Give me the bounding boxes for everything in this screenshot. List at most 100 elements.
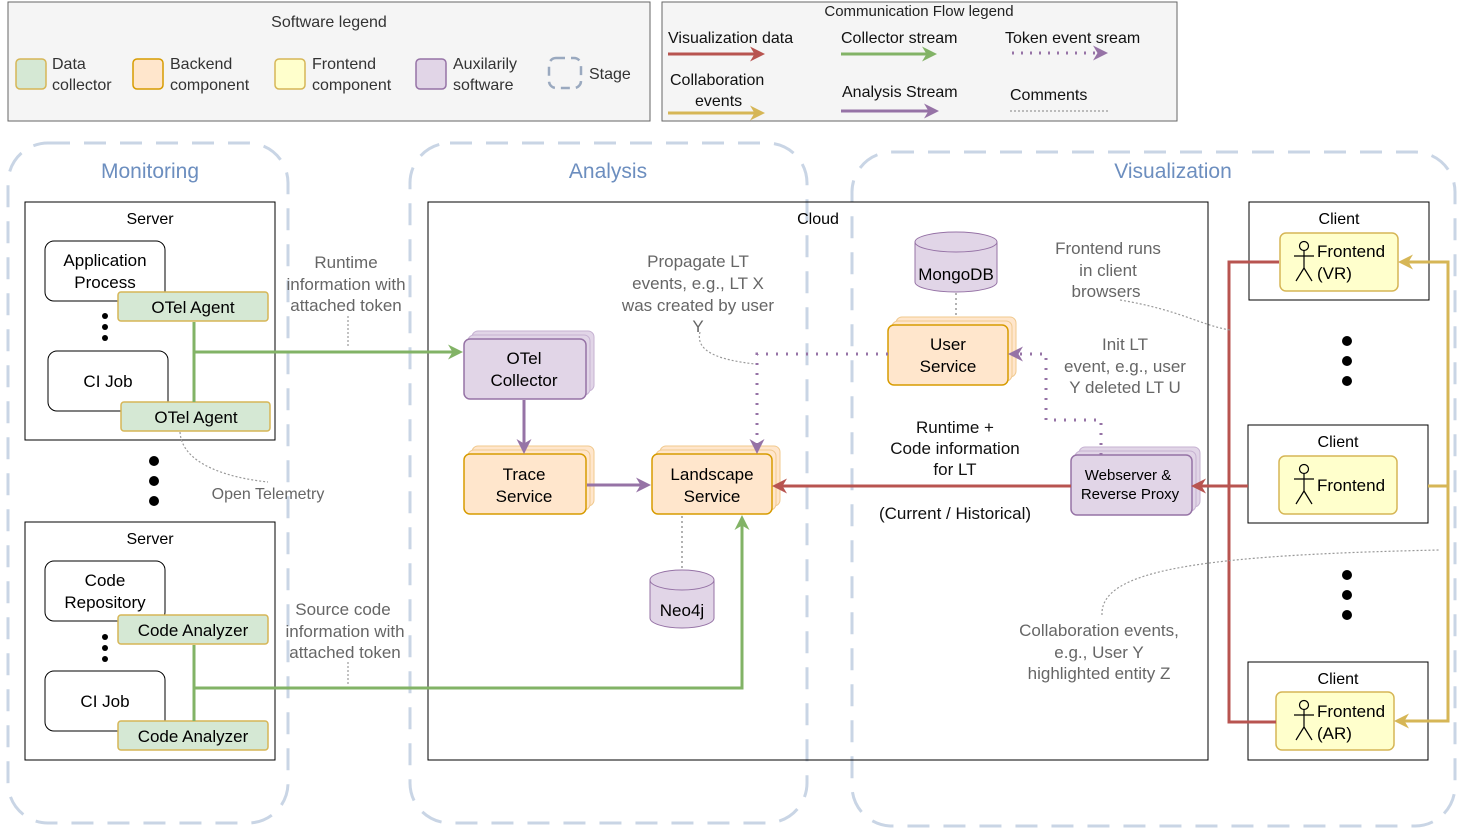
visualization-data-client-bus bbox=[1227, 260, 1279, 724]
mongodb-label: MongoDB bbox=[918, 265, 994, 284]
legend-label-frontend-2: component bbox=[312, 77, 392, 94]
landscape-service-label-1: Landscape bbox=[670, 465, 753, 484]
legend-swatch-stage bbox=[547, 56, 583, 90]
landscape-service: Landscape Service bbox=[651, 445, 781, 515]
frontend-vr-sub: (VR) bbox=[1317, 264, 1352, 283]
note-collab-events-2: e.g., User Y bbox=[1054, 643, 1143, 662]
webserver-proxy: Webserver & Reverse Proxy bbox=[1070, 446, 1201, 516]
webserver-label-1: Webserver & bbox=[1085, 467, 1171, 484]
note-init-lt-2: event, e.g., user bbox=[1064, 357, 1186, 376]
user-service-label-2: Service bbox=[920, 357, 977, 376]
software-legend-title: Software legend bbox=[271, 14, 387, 31]
stage-analysis: Analysis bbox=[408, 141, 809, 825]
code-repo-label-1: Code bbox=[85, 571, 126, 590]
otel-agent-label: OTel Agent bbox=[151, 298, 234, 317]
legend-comments: Comments bbox=[1010, 87, 1087, 104]
legend-swatch-aux bbox=[415, 58, 447, 90]
app-process-label-2: Process bbox=[74, 273, 135, 292]
legend-label-data-collector-2: collector bbox=[52, 77, 112, 94]
legend-label-backend-1: Backend bbox=[170, 56, 232, 73]
note-collab-events-3: highlighted entity Z bbox=[1028, 664, 1171, 683]
note-runtime-info-3: attached token bbox=[290, 296, 402, 315]
legend-label-data-collector-1: Data bbox=[52, 56, 86, 73]
note-runtime-info-1: Runtime bbox=[314, 253, 377, 272]
token-event-propagate bbox=[749, 352, 888, 454]
user-icon-web bbox=[1294, 463, 1314, 505]
note-propagate: Propagate LT events, e.g., LT X was crea… bbox=[621, 252, 774, 336]
note-current-historical: (Current / Historical) bbox=[879, 504, 1031, 523]
user-service: User Service bbox=[887, 316, 1017, 386]
legend-collab-2: events bbox=[695, 93, 742, 110]
client-ar: Client Frontend (AR) bbox=[1247, 661, 1429, 761]
note-propagate-4: Y bbox=[692, 317, 703, 336]
note-source-code-2: information with bbox=[285, 622, 404, 641]
legend-label-frontend-1: Frontend bbox=[312, 56, 376, 73]
otel-collector-label-1: OTel bbox=[507, 349, 542, 368]
user-icon-vr bbox=[1294, 240, 1314, 282]
landscape-service-label-2: Service bbox=[684, 487, 741, 506]
note-init-lt: Init LT event, e.g., user Y deleted LT U bbox=[1064, 335, 1186, 397]
note-runtime-info: Runtime information with attached token bbox=[286, 253, 405, 315]
client-vr: Client Frontend (VR) bbox=[1248, 201, 1430, 301]
legend-label-backend-2: component bbox=[170, 77, 250, 94]
cloud-title: Cloud bbox=[797, 211, 839, 228]
legend-collab-1: Collaboration bbox=[670, 72, 764, 89]
stage-title-visualization: Visualization bbox=[1114, 160, 1232, 183]
trace-service-label-1: Trace bbox=[503, 465, 546, 484]
frontend-vr-label: Frontend bbox=[1317, 242, 1385, 261]
note-runtime-info-2: information with bbox=[286, 275, 405, 294]
frontend-ar-label: Frontend bbox=[1317, 702, 1385, 721]
trace-service: Trace Service bbox=[463, 445, 595, 515]
note-frontend-runs: Frontend runs in client browsers bbox=[1055, 239, 1161, 301]
client-web: Client Frontend bbox=[1247, 424, 1429, 524]
frontend-ar-sub: (AR) bbox=[1317, 724, 1352, 743]
otel-collector: OTel Collector bbox=[463, 330, 595, 400]
token-event-init bbox=[1008, 346, 1103, 455]
collab-events-to-vr bbox=[1398, 254, 1450, 488]
legend-label-aux-1: Auxilarily bbox=[453, 56, 517, 73]
code-analyzer-label-2: Code Analyzer bbox=[138, 727, 249, 746]
legend-analysis-stream: Analysis Stream bbox=[842, 84, 958, 101]
user-icon-ar bbox=[1294, 699, 1314, 741]
note-source-code: Source code information with attached to… bbox=[285, 600, 404, 662]
legend-label-stage: Stage bbox=[589, 66, 631, 83]
stage-monitoring: Monitoring bbox=[6, 141, 290, 825]
server-title: Server bbox=[126, 211, 174, 228]
flow-legend-title: Communication Flow legend bbox=[824, 3, 1013, 20]
client-title-web: Client bbox=[1318, 434, 1359, 451]
server-source: Server Code Repository Code Analyzer CI … bbox=[24, 521, 276, 761]
server-runtime: Server Application Process OTel Agent CI… bbox=[24, 201, 276, 441]
note-propagate-2: events, e.g., LT X bbox=[632, 274, 764, 293]
note-collab-events-1: Collaboration events, bbox=[1019, 621, 1179, 640]
server-title-2: Server bbox=[126, 531, 174, 548]
note-source-code-1: Source code bbox=[295, 600, 390, 619]
webserver-label-2: Reverse Proxy bbox=[1081, 486, 1180, 503]
client-title-vr: Client bbox=[1319, 211, 1360, 228]
otel-agent-label-2: OTel Agent bbox=[154, 408, 237, 427]
trace-service-label-2: Service bbox=[496, 487, 553, 506]
legend-visualization-data: Visualization data bbox=[668, 30, 793, 47]
frontend-web-label: Frontend bbox=[1317, 476, 1385, 495]
open-telemetry-note: Open Telemetry bbox=[212, 486, 325, 503]
flow-legend: Communication Flow legend Visualization … bbox=[661, 1, 1178, 122]
note-propagate-1: Propagate LT bbox=[647, 252, 749, 271]
legend-label-aux-2: software bbox=[453, 77, 514, 94]
ci-job-label-2: CI Job bbox=[80, 692, 129, 711]
collab-events-to-ar bbox=[1394, 486, 1450, 729]
app-process-label-1: Application bbox=[63, 251, 146, 270]
user-service-label-1: User bbox=[930, 335, 966, 354]
otel-collector-label-2: Collector bbox=[490, 371, 557, 390]
otel-agent-box bbox=[117, 291, 269, 322]
neo4j-database: Neo4j bbox=[649, 516, 715, 629]
neo4j-label: Neo4j bbox=[660, 601, 704, 620]
note-source-code-3: attached token bbox=[289, 643, 401, 662]
note-runtime-code-1: Runtime + bbox=[916, 418, 994, 437]
note-runtime-code-2: Code information bbox=[890, 439, 1019, 458]
code-analyzer-label: Code Analyzer bbox=[138, 621, 249, 640]
ci-job-label: CI Job bbox=[83, 372, 132, 391]
note-runtime-code: Runtime + Code information for LT (Curre… bbox=[879, 418, 1031, 523]
note-frontend-runs-2: in client bbox=[1079, 261, 1137, 280]
note-init-lt-1: Init LT bbox=[1102, 335, 1148, 354]
note-runtime-code-3: for LT bbox=[933, 460, 976, 479]
